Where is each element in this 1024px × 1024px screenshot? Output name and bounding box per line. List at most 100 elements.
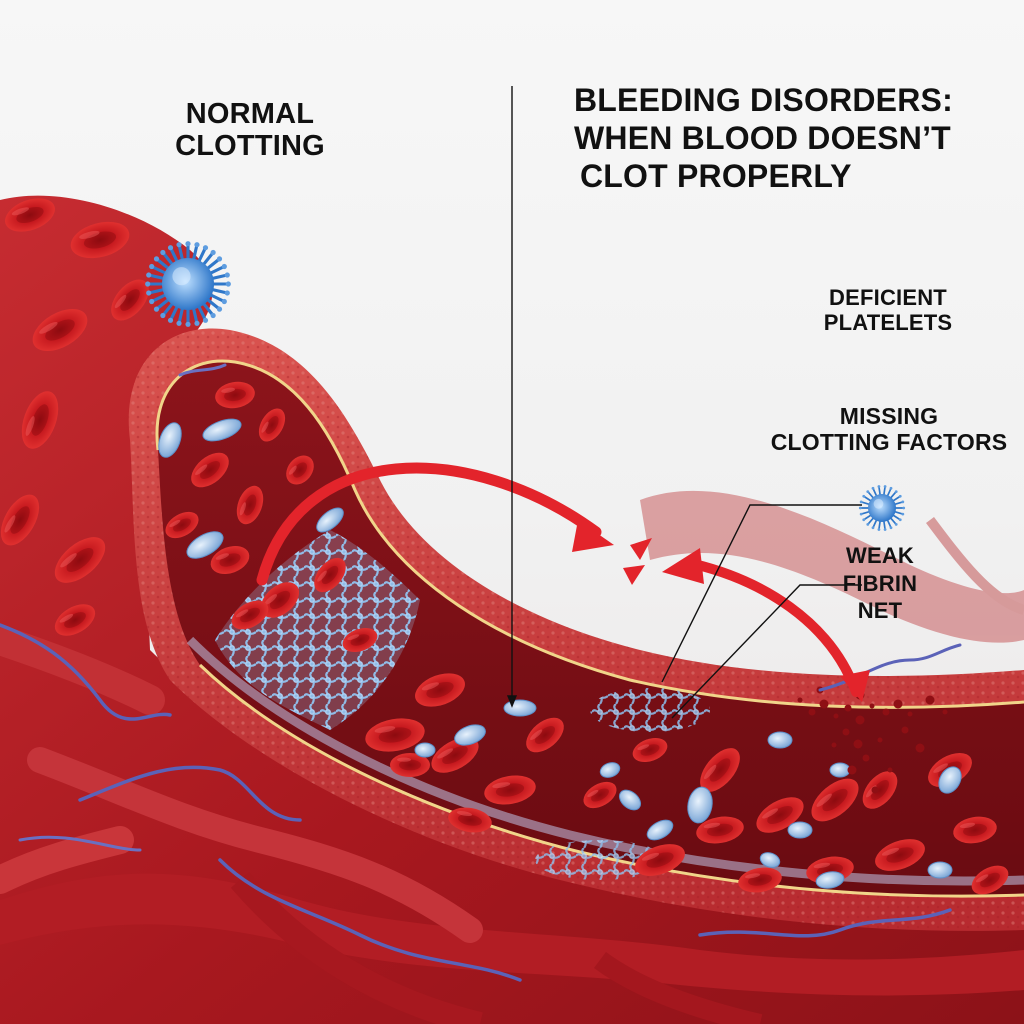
title-line-1: BLEEDING DISORDERS: [574, 82, 953, 118]
red-blood-cell-7 [54, 604, 96, 636]
platelet-7 [599, 762, 621, 778]
veins [0, 363, 962, 982]
normal-clotting-line-2: CLOTTING [175, 130, 325, 163]
blood-dot-7 [882, 708, 890, 716]
red-blood-cell-0 [5, 198, 55, 232]
platelet-13 [938, 766, 962, 794]
platelet-14 [787, 821, 813, 839]
platelet-3 [316, 507, 344, 533]
red-blood-cell-39 [738, 867, 782, 893]
deficient-platelets-line-1: DEFICIENT [829, 285, 947, 310]
blood-dot-8 [893, 699, 903, 709]
blood-dot-16 [901, 726, 909, 734]
platelet-0 [158, 422, 182, 458]
red-blood-cell-27 [632, 737, 668, 763]
weak-fibrin-line-2: FIBRIN [842, 570, 918, 596]
red-blood-cell-30 [635, 844, 685, 876]
red-blood-cell-21 [431, 737, 479, 773]
blood-dot-19 [871, 786, 879, 794]
red-blood-cell-18 [342, 627, 378, 653]
red-blood-cell-15 [260, 582, 300, 618]
red-arrows [256, 462, 870, 702]
platelet-4 [503, 699, 537, 717]
platelet-2 [186, 531, 224, 559]
missing-clotting-factors-label: MISSING CLOTTING FACTORS [760, 403, 1018, 456]
red-blood-cell-26 [583, 781, 617, 809]
red-blood-cell-33 [862, 771, 898, 809]
lower-vessels [0, 625, 1024, 1024]
deficient-platelets-line-2: PLATELETS [823, 309, 953, 335]
missing-factors-line-1: MISSING [839, 403, 939, 429]
red-blood-cell-11 [236, 485, 264, 525]
blood-dot-21 [942, 709, 948, 715]
blood-dot-12 [831, 742, 837, 748]
page-title: BLEEDING DISORDERS: WHEN BLOOD DOESN’T C… [574, 82, 1014, 195]
platelet-10 [687, 786, 713, 824]
platelet-16 [759, 852, 781, 868]
normal-clotting-label: NORMAL CLOTTING [150, 98, 350, 163]
blood-dot-6 [869, 703, 875, 709]
blood-dot-3 [833, 713, 839, 719]
red-blood-cell-38 [971, 865, 1009, 895]
blood-dot-4 [844, 704, 852, 712]
missing-factors-line-2: CLOTTING FACTORS [770, 428, 1008, 455]
platelet-spiky-icon [858, 485, 906, 531]
blood-dot-20 [925, 695, 935, 705]
platelet-8 [618, 789, 642, 811]
red-blood-cell-1 [70, 221, 130, 259]
red-blood-cell-20 [365, 718, 425, 752]
blood-dot-2 [819, 699, 829, 709]
red-blood-cell-5 [0, 494, 40, 546]
blood-dot-1 [808, 708, 816, 716]
platelet-9 [646, 819, 674, 841]
red-blood-cell-4 [21, 391, 59, 449]
platelets [158, 418, 962, 889]
platelet-15 [815, 871, 845, 889]
platelet-6 [414, 742, 436, 758]
platelet-5 [454, 724, 486, 746]
platelet-spiky-icon [145, 241, 231, 327]
red-blood-cell-13 [165, 511, 199, 539]
fibrin-weak [535, 688, 710, 880]
deficient-platelets-label: DEFICIENT PLATELETS [788, 285, 988, 335]
blood-dot-17 [915, 743, 925, 753]
platelet-12 [829, 762, 851, 778]
red-blood-cell-22 [390, 753, 430, 777]
red-blood-cell-35 [953, 816, 997, 844]
weak-fibrin-net-label: WEAK FIBRIN NET [830, 542, 930, 625]
red-blood-cell-16 [231, 600, 269, 630]
red-blood-cell-3 [111, 279, 149, 321]
title-line-2: WHEN BLOOD DOESN’T [574, 119, 951, 156]
red-blood-cell-25 [448, 807, 492, 833]
red-blood-cell-10 [191, 452, 229, 488]
tissue-mass [0, 195, 1024, 1024]
red-blood-cell-17 [314, 557, 346, 593]
normal-clotting-line-1: NORMAL [185, 98, 315, 130]
red-blood-cell-19 [415, 673, 465, 707]
red-blood-cell-12 [286, 455, 314, 485]
red-blood-cell-24 [484, 775, 536, 805]
weak-fibrin-line-1: WEAK [845, 543, 914, 568]
blood-dot-9 [907, 711, 913, 717]
leader-lines [506, 86, 862, 719]
platelet-1 [202, 418, 242, 442]
blood-dot-13 [862, 754, 870, 762]
blood-dot-15 [877, 737, 883, 743]
blood-dot-10 [842, 728, 850, 736]
red-blood-cell-2 [32, 308, 88, 352]
weak-fibrin-line-3: NET [857, 598, 903, 623]
red-blood-cells [0, 198, 1009, 895]
red-blood-cell-36 [875, 839, 925, 871]
red-blood-cell-6 [54, 537, 106, 583]
title-line-3: CLOT PROPERLY [580, 157, 852, 194]
blood-dot-5 [855, 715, 865, 725]
red-blood-cell-14 [210, 545, 250, 575]
red-blood-cell-9 [258, 408, 286, 442]
red-blood-cell-8 [215, 381, 255, 409]
red-blood-cell-32 [811, 778, 859, 822]
blood-dot-18 [887, 767, 893, 773]
red-blood-cell-29 [696, 816, 744, 844]
red-blood-cell-23 [526, 717, 564, 753]
